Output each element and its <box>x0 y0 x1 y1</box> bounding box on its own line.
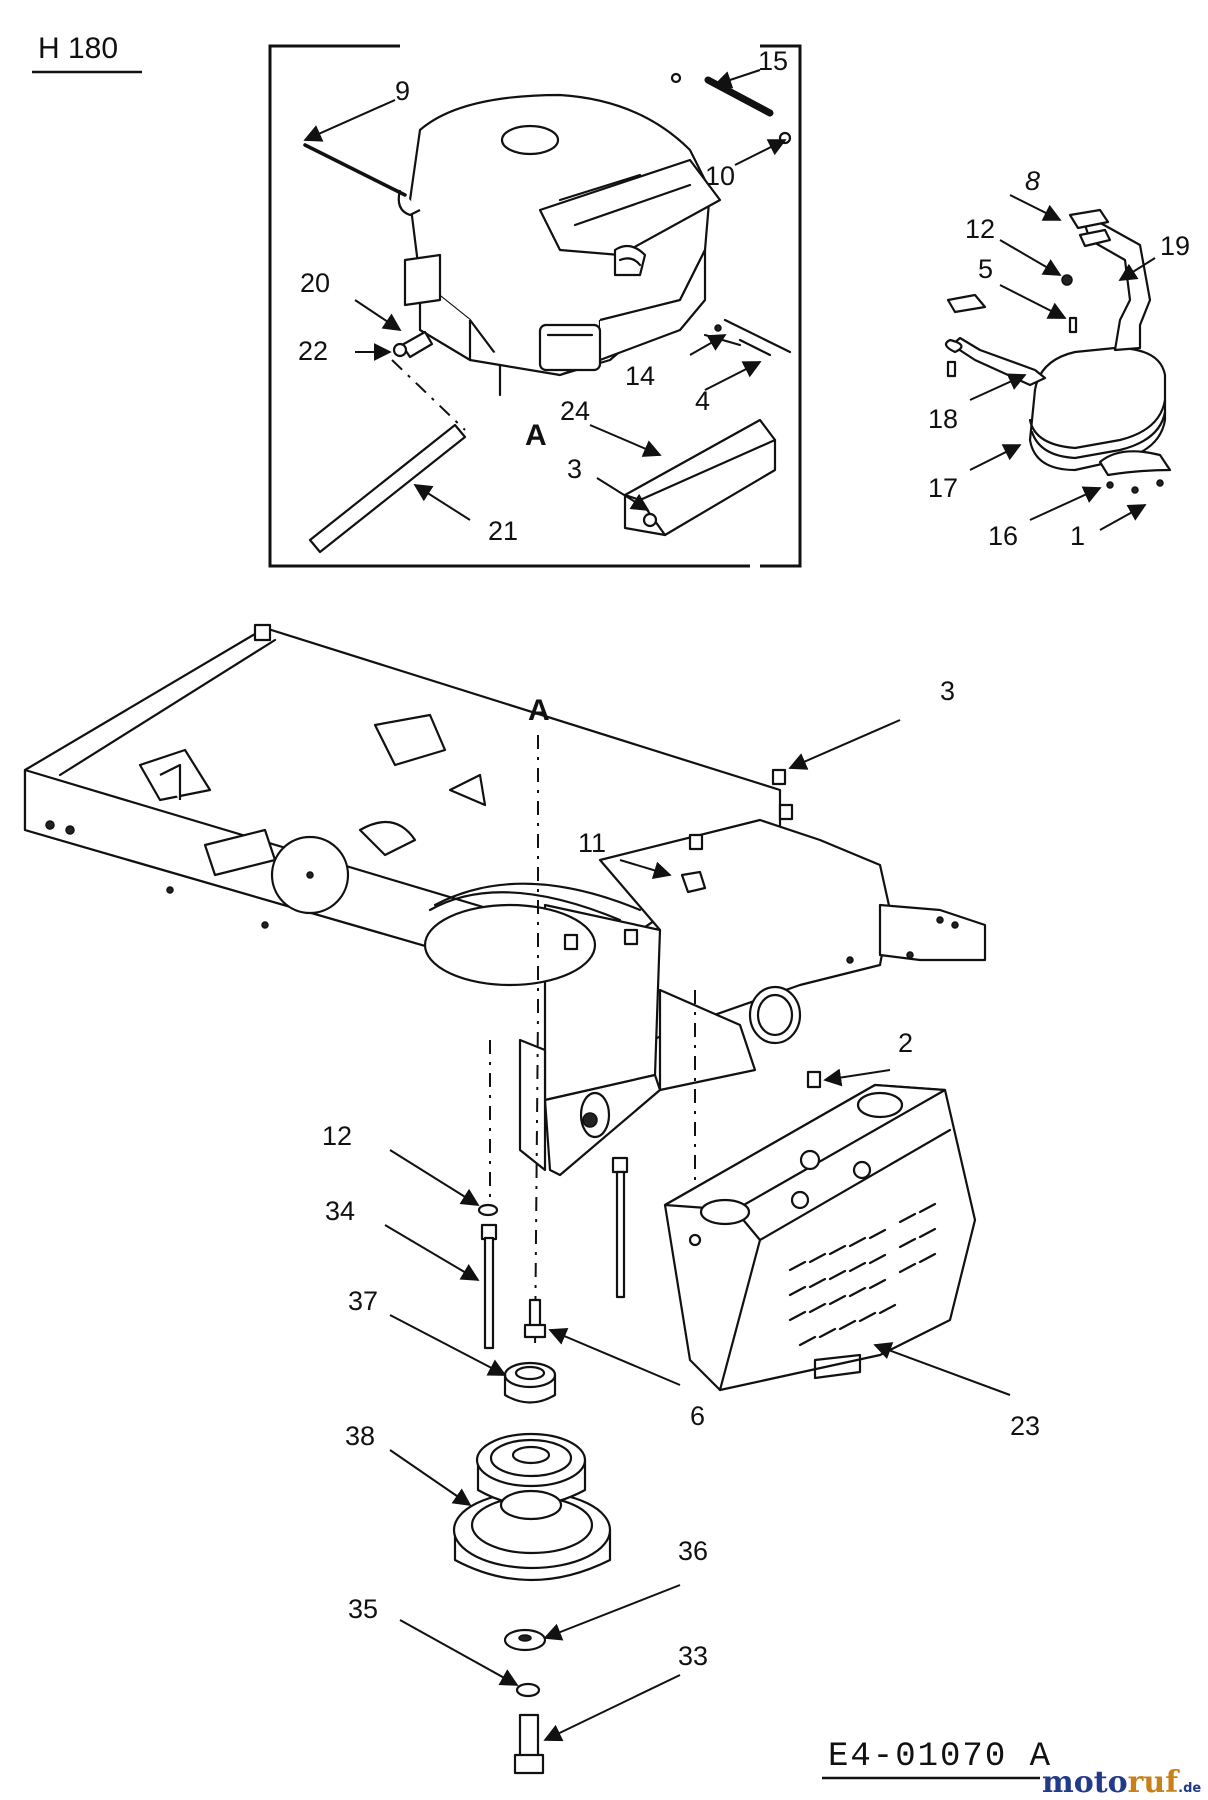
callout-38: 38 <box>345 1421 375 1451</box>
part-14-4-bolts <box>703 318 792 357</box>
callout-4: 4 <box>695 386 710 416</box>
frame-bolts <box>563 768 794 951</box>
callout-23: 23 <box>1010 1411 1040 1441</box>
part-15-nut <box>670 72 682 84</box>
callout-20: 20 <box>300 268 330 298</box>
part-21-hose <box>308 423 467 554</box>
callout-2: 2 <box>898 1028 913 1058</box>
callout-3-lower: 3 <box>940 676 955 706</box>
watermark-logo: motoruf.de <box>1042 1765 1201 1800</box>
callout-35: 35 <box>348 1594 378 1624</box>
engine-illustration <box>397 93 722 397</box>
callout-17: 17 <box>928 473 958 503</box>
hose-centerline <box>391 359 466 431</box>
frame-long-bolt <box>611 1156 629 1299</box>
callout-18: 18 <box>928 404 958 434</box>
callout-21: 21 <box>488 516 518 546</box>
part-35-lock-washer <box>515 1682 541 1698</box>
part-38-pulley <box>452 1432 612 1581</box>
part-23-heat-shield <box>663 1083 977 1392</box>
engine-inset-frame <box>268 44 802 568</box>
callout-1: 1 <box>1070 521 1085 551</box>
callout-37: 37 <box>348 1286 378 1316</box>
callout-14: 14 <box>625 361 655 391</box>
drawing-number: E4-01070 A <box>828 1738 1052 1776</box>
callout-10: 10 <box>705 161 735 191</box>
drawing-number-group: E4-01070 A <box>822 1738 1052 1780</box>
callout-5: 5 <box>978 254 993 284</box>
part-36-washer <box>503 1628 547 1652</box>
model-label: H 180 <box>38 32 118 65</box>
callout-8: 8 <box>1025 166 1040 196</box>
part-9-rod <box>303 143 407 197</box>
part-34-bolt <box>477 1203 499 1350</box>
svg-text:motoruf.de: motoruf.de <box>1042 1765 1201 1800</box>
callout-34: 34 <box>325 1196 355 1226</box>
part-2-bolt <box>806 1070 822 1089</box>
callout-labels: 9 15 10 20 22 14 4 24 3 21 8 12 5 19 18 … <box>298 46 1190 1671</box>
callout-leaders <box>303 69 1156 1742</box>
callout-11: 11 <box>578 828 606 858</box>
callout-24: 24 <box>560 396 590 426</box>
callout-6: 6 <box>690 1401 705 1431</box>
part-33-bolt <box>513 1713 545 1775</box>
part-24-cover <box>623 418 777 537</box>
callout-15: 15 <box>758 46 788 76</box>
tractor-frame <box>23 623 987 1177</box>
part-20-22-fitting <box>392 330 434 359</box>
callout-9: 9 <box>395 76 410 106</box>
section-marker-a-lower: A <box>528 694 550 727</box>
callout-12-lower: 12 <box>322 1121 352 1151</box>
callout-16: 16 <box>988 521 1018 551</box>
muffler-illustration <box>944 208 1172 494</box>
part-37-spacer <box>503 1361 557 1404</box>
model-label-group: H 180 <box>32 32 142 74</box>
section-marker-a-upper: A <box>525 419 547 452</box>
callout-3-upper: 3 <box>567 454 582 484</box>
part-6-bolt <box>523 1298 547 1339</box>
section-a-centerline <box>534 735 539 1351</box>
callout-19: 19 <box>1160 231 1190 261</box>
callout-12-upper: 12 <box>965 214 995 244</box>
callout-33: 33 <box>678 1641 708 1671</box>
callout-22: 22 <box>298 336 328 366</box>
callout-36: 36 <box>678 1536 708 1566</box>
